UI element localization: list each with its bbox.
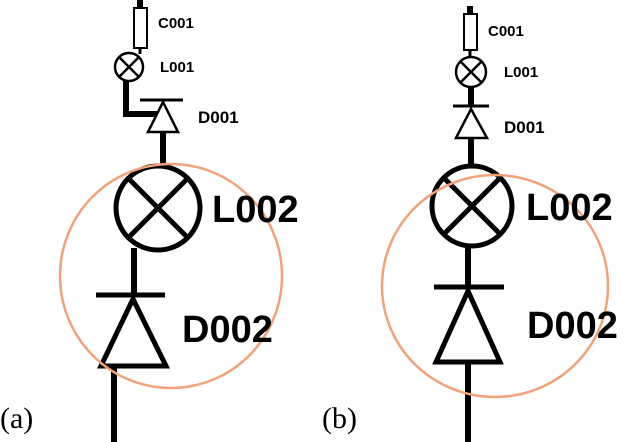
- label-lamp-large-a: L002: [212, 189, 299, 231]
- label-capacitor-b: C001: [488, 23, 524, 40]
- label-diode-small-a: D001: [198, 108, 239, 127]
- highlight-circle-a: [58, 162, 284, 390]
- diode-small-b: [453, 104, 490, 140]
- caption-a: (a): [0, 402, 33, 435]
- capacitor-b: [463, 13, 478, 51]
- panel-b: C001 L001 D001 L002 D002 (b): [322, 6, 618, 442]
- lamp-large-b: [429, 163, 515, 249]
- diode-large-b: [432, 284, 504, 365]
- label-diode-small-b: D001: [504, 118, 545, 137]
- highlight-circle-b: [380, 173, 610, 399]
- caption-b: (b): [322, 402, 357, 435]
- diode-large-a: [96, 292, 171, 369]
- label-capacitor-a: C001: [158, 15, 194, 32]
- lamp-small-a: [113, 51, 145, 83]
- lamp-large-a: [113, 163, 203, 253]
- label-lamp-small-a: L001: [160, 59, 194, 76]
- lamp-small-b: [454, 55, 488, 89]
- capacitor-a: [133, 7, 148, 49]
- panel-a: C001 L001 D001 L002 D002 (a): [0, 0, 299, 442]
- label-diode-large-a: D002: [182, 309, 273, 351]
- label-lamp-large-b: L002: [526, 187, 613, 229]
- wire-l1-d1-a: [123, 81, 163, 117]
- label-lamp-small-b: L001: [504, 64, 538, 81]
- label-diode-large-b: D002: [527, 305, 618, 347]
